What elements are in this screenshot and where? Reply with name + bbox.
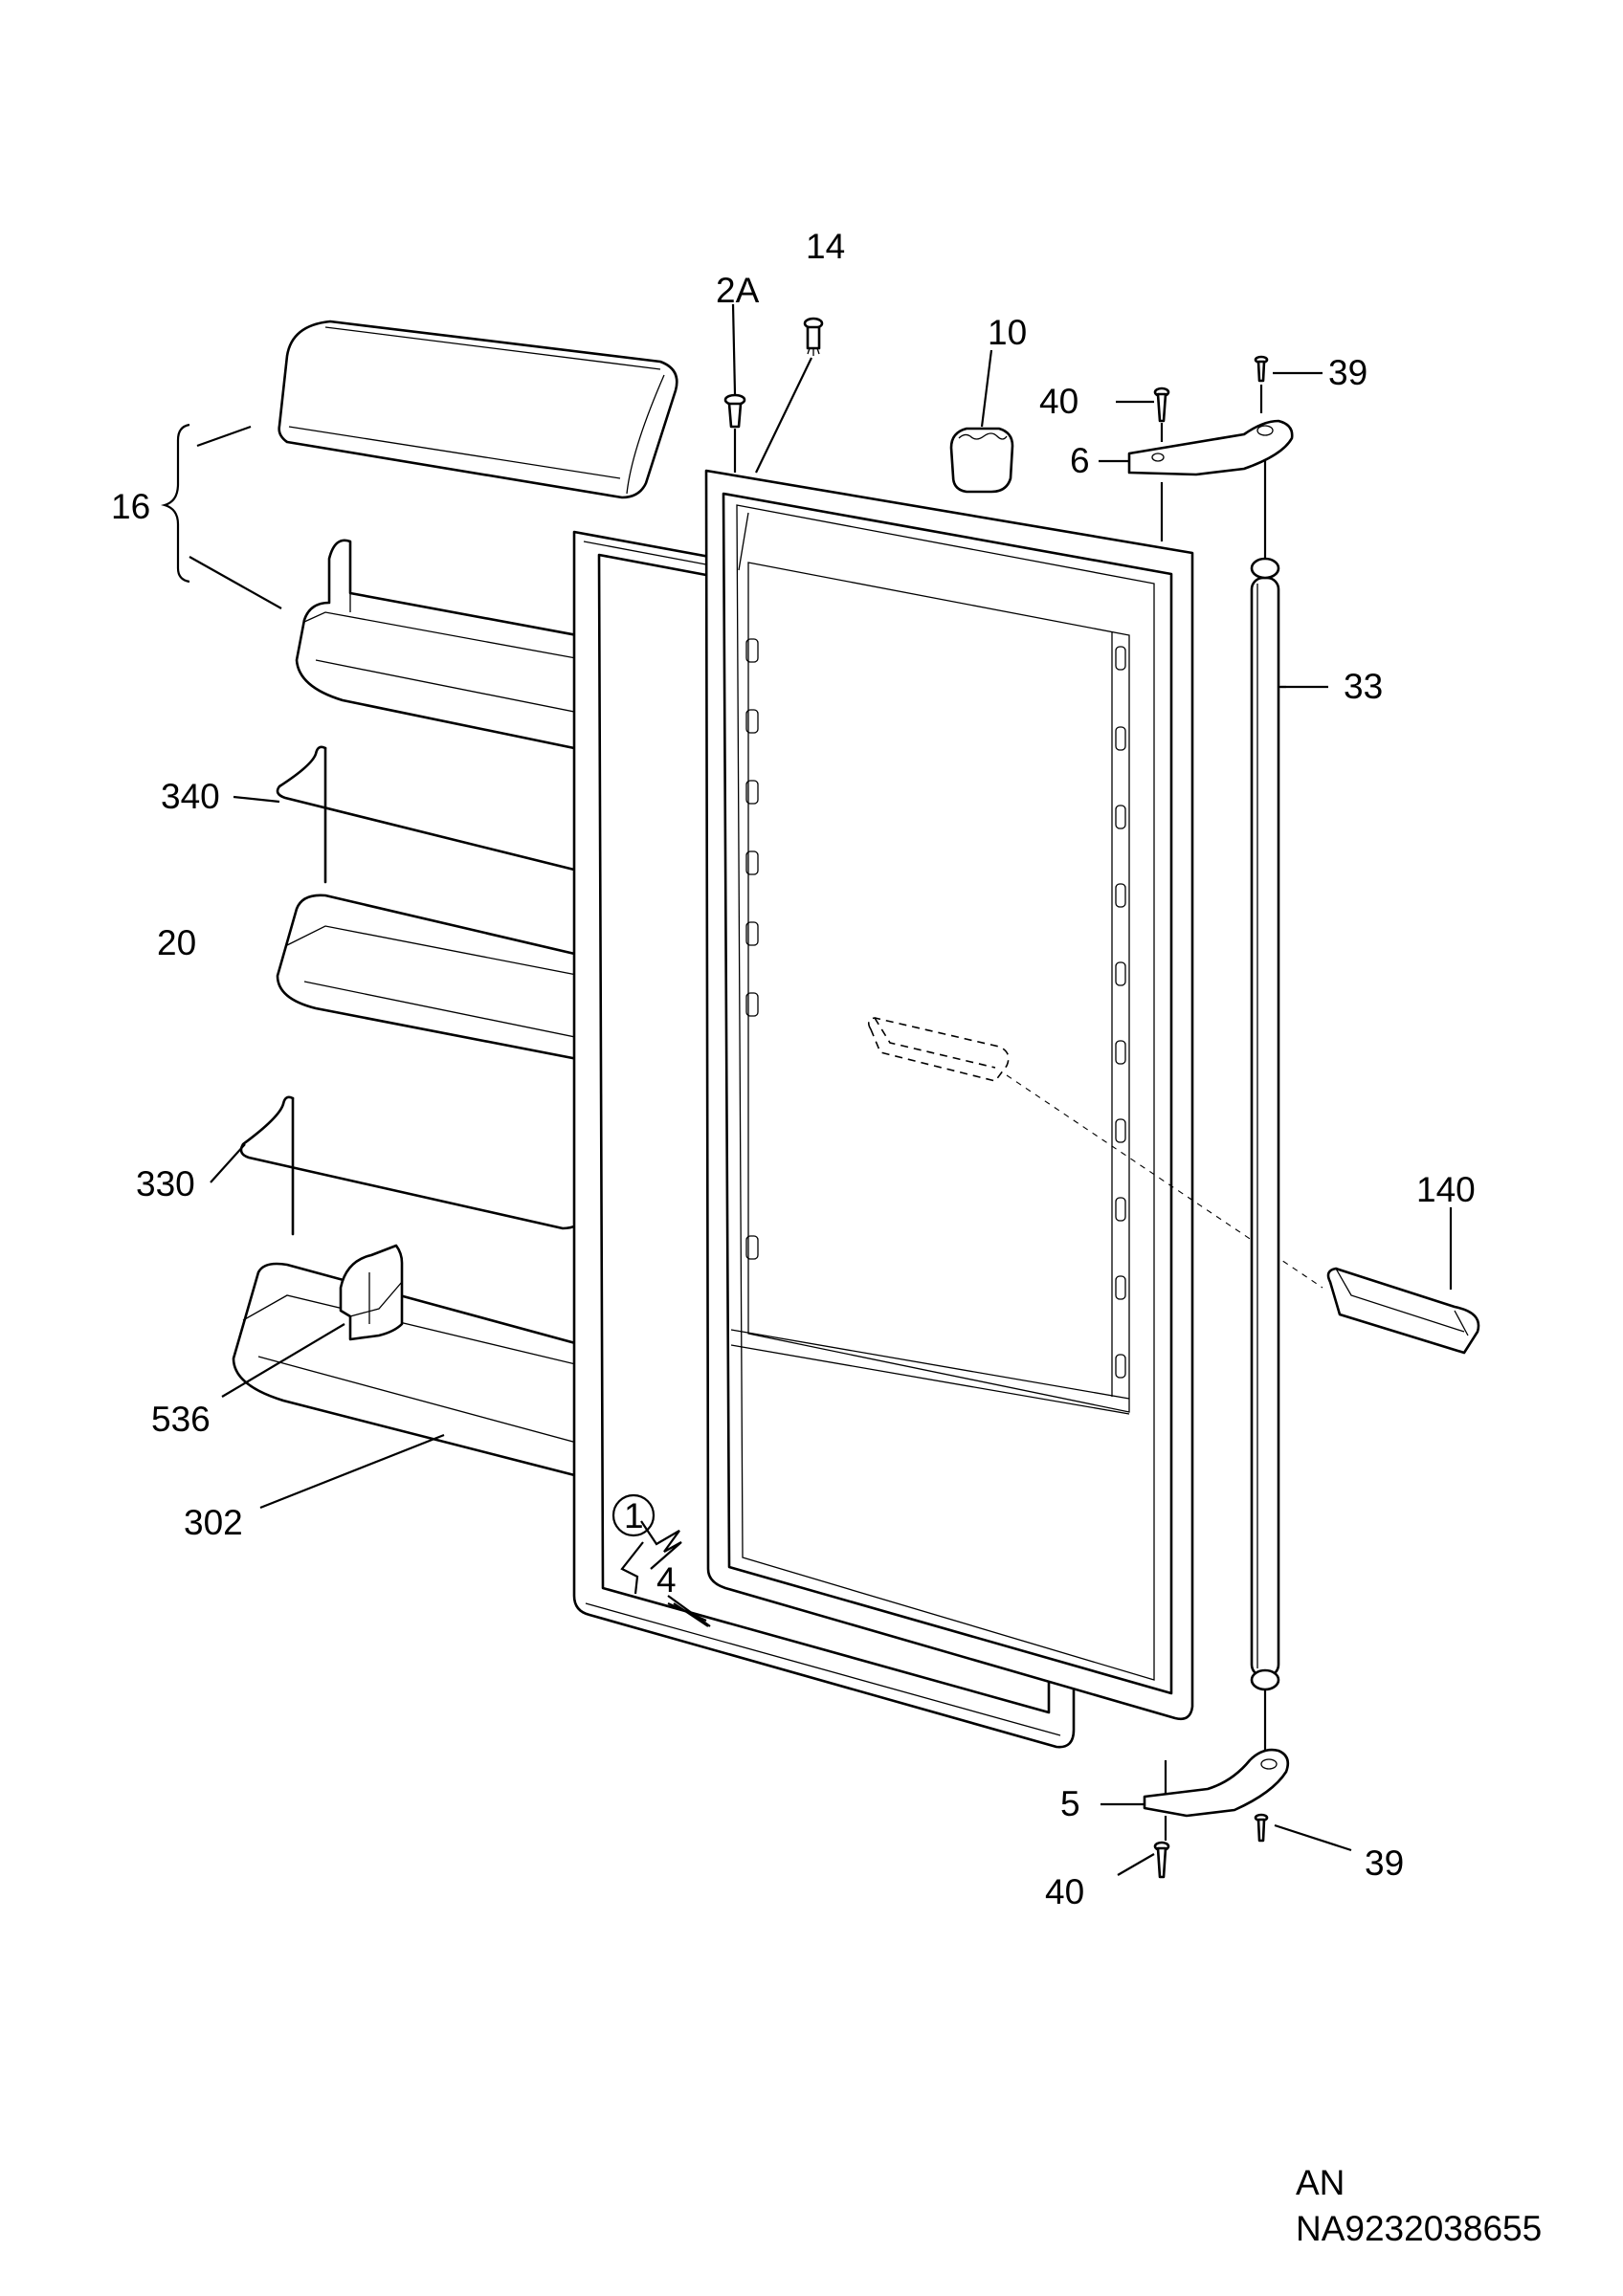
callout-40-bottom: 40 — [1045, 1872, 1084, 1911]
bracket-16 — [161, 423, 282, 609]
callout-33: 33 — [1344, 667, 1383, 706]
footer-reference: AN NA9232038655 — [1296, 2163, 1542, 2248]
callout-20: 20 — [157, 923, 196, 962]
part-6-top-hinge — [1127, 419, 1294, 541]
callout-340: 340 — [161, 777, 220, 816]
break-mark-1 — [620, 1520, 711, 1627]
callout-2A: 2A — [716, 271, 760, 310]
part-39-bottom-screw — [1254, 1813, 1269, 1843]
callout-1-circle — [611, 1493, 656, 1537]
callout-10: 10 — [988, 313, 1027, 352]
part-14-clip — [755, 317, 824, 474]
part-33-hinge-rod — [1250, 457, 1280, 1751]
callout-4: 4 — [656, 1560, 677, 1600]
callout-40-top: 40 — [1039, 382, 1078, 421]
callout-labels: 16 340 20 330 536 302 2A 14 10 40 6 39 3… — [111, 227, 1476, 1911]
callout-330: 330 — [136, 1164, 195, 1203]
part-40-bottom-screw — [1153, 1841, 1170, 1879]
footer-line-1: AN — [1296, 2163, 1345, 2202]
footer-line-2: NA9232038655 — [1296, 2209, 1542, 2248]
liner-shelf-notches — [745, 638, 1126, 1379]
callout-140: 140 — [1416, 1170, 1476, 1209]
part-10-cap — [949, 427, 1014, 494]
part-140-position-dashed — [867, 1017, 1323, 1289]
callout-6: 6 — [1070, 441, 1090, 480]
part-40-top-screw — [1153, 386, 1170, 442]
callout-39-bottom: 39 — [1365, 1843, 1404, 1883]
callout-302: 302 — [184, 1503, 243, 1542]
part-16-door-bar-cover — [278, 320, 678, 499]
leader-lines — [210, 303, 1453, 1876]
part-39-top-screw — [1254, 355, 1269, 413]
callout-536: 536 — [151, 1400, 211, 1439]
callout-16: 16 — [111, 487, 150, 526]
callout-39-top: 39 — [1328, 353, 1367, 392]
callout-14: 14 — [806, 227, 845, 266]
part-2A-screw — [723, 393, 746, 473]
part-5-bottom-hinge — [1143, 1748, 1290, 1841]
part-536-divider — [339, 1244, 404, 1341]
callout-1: 1 — [624, 1496, 644, 1535]
callout-5: 5 — [1060, 1784, 1080, 1823]
part-1-door-liner — [704, 469, 1194, 1721]
part-140-tray — [1326, 1267, 1480, 1355]
